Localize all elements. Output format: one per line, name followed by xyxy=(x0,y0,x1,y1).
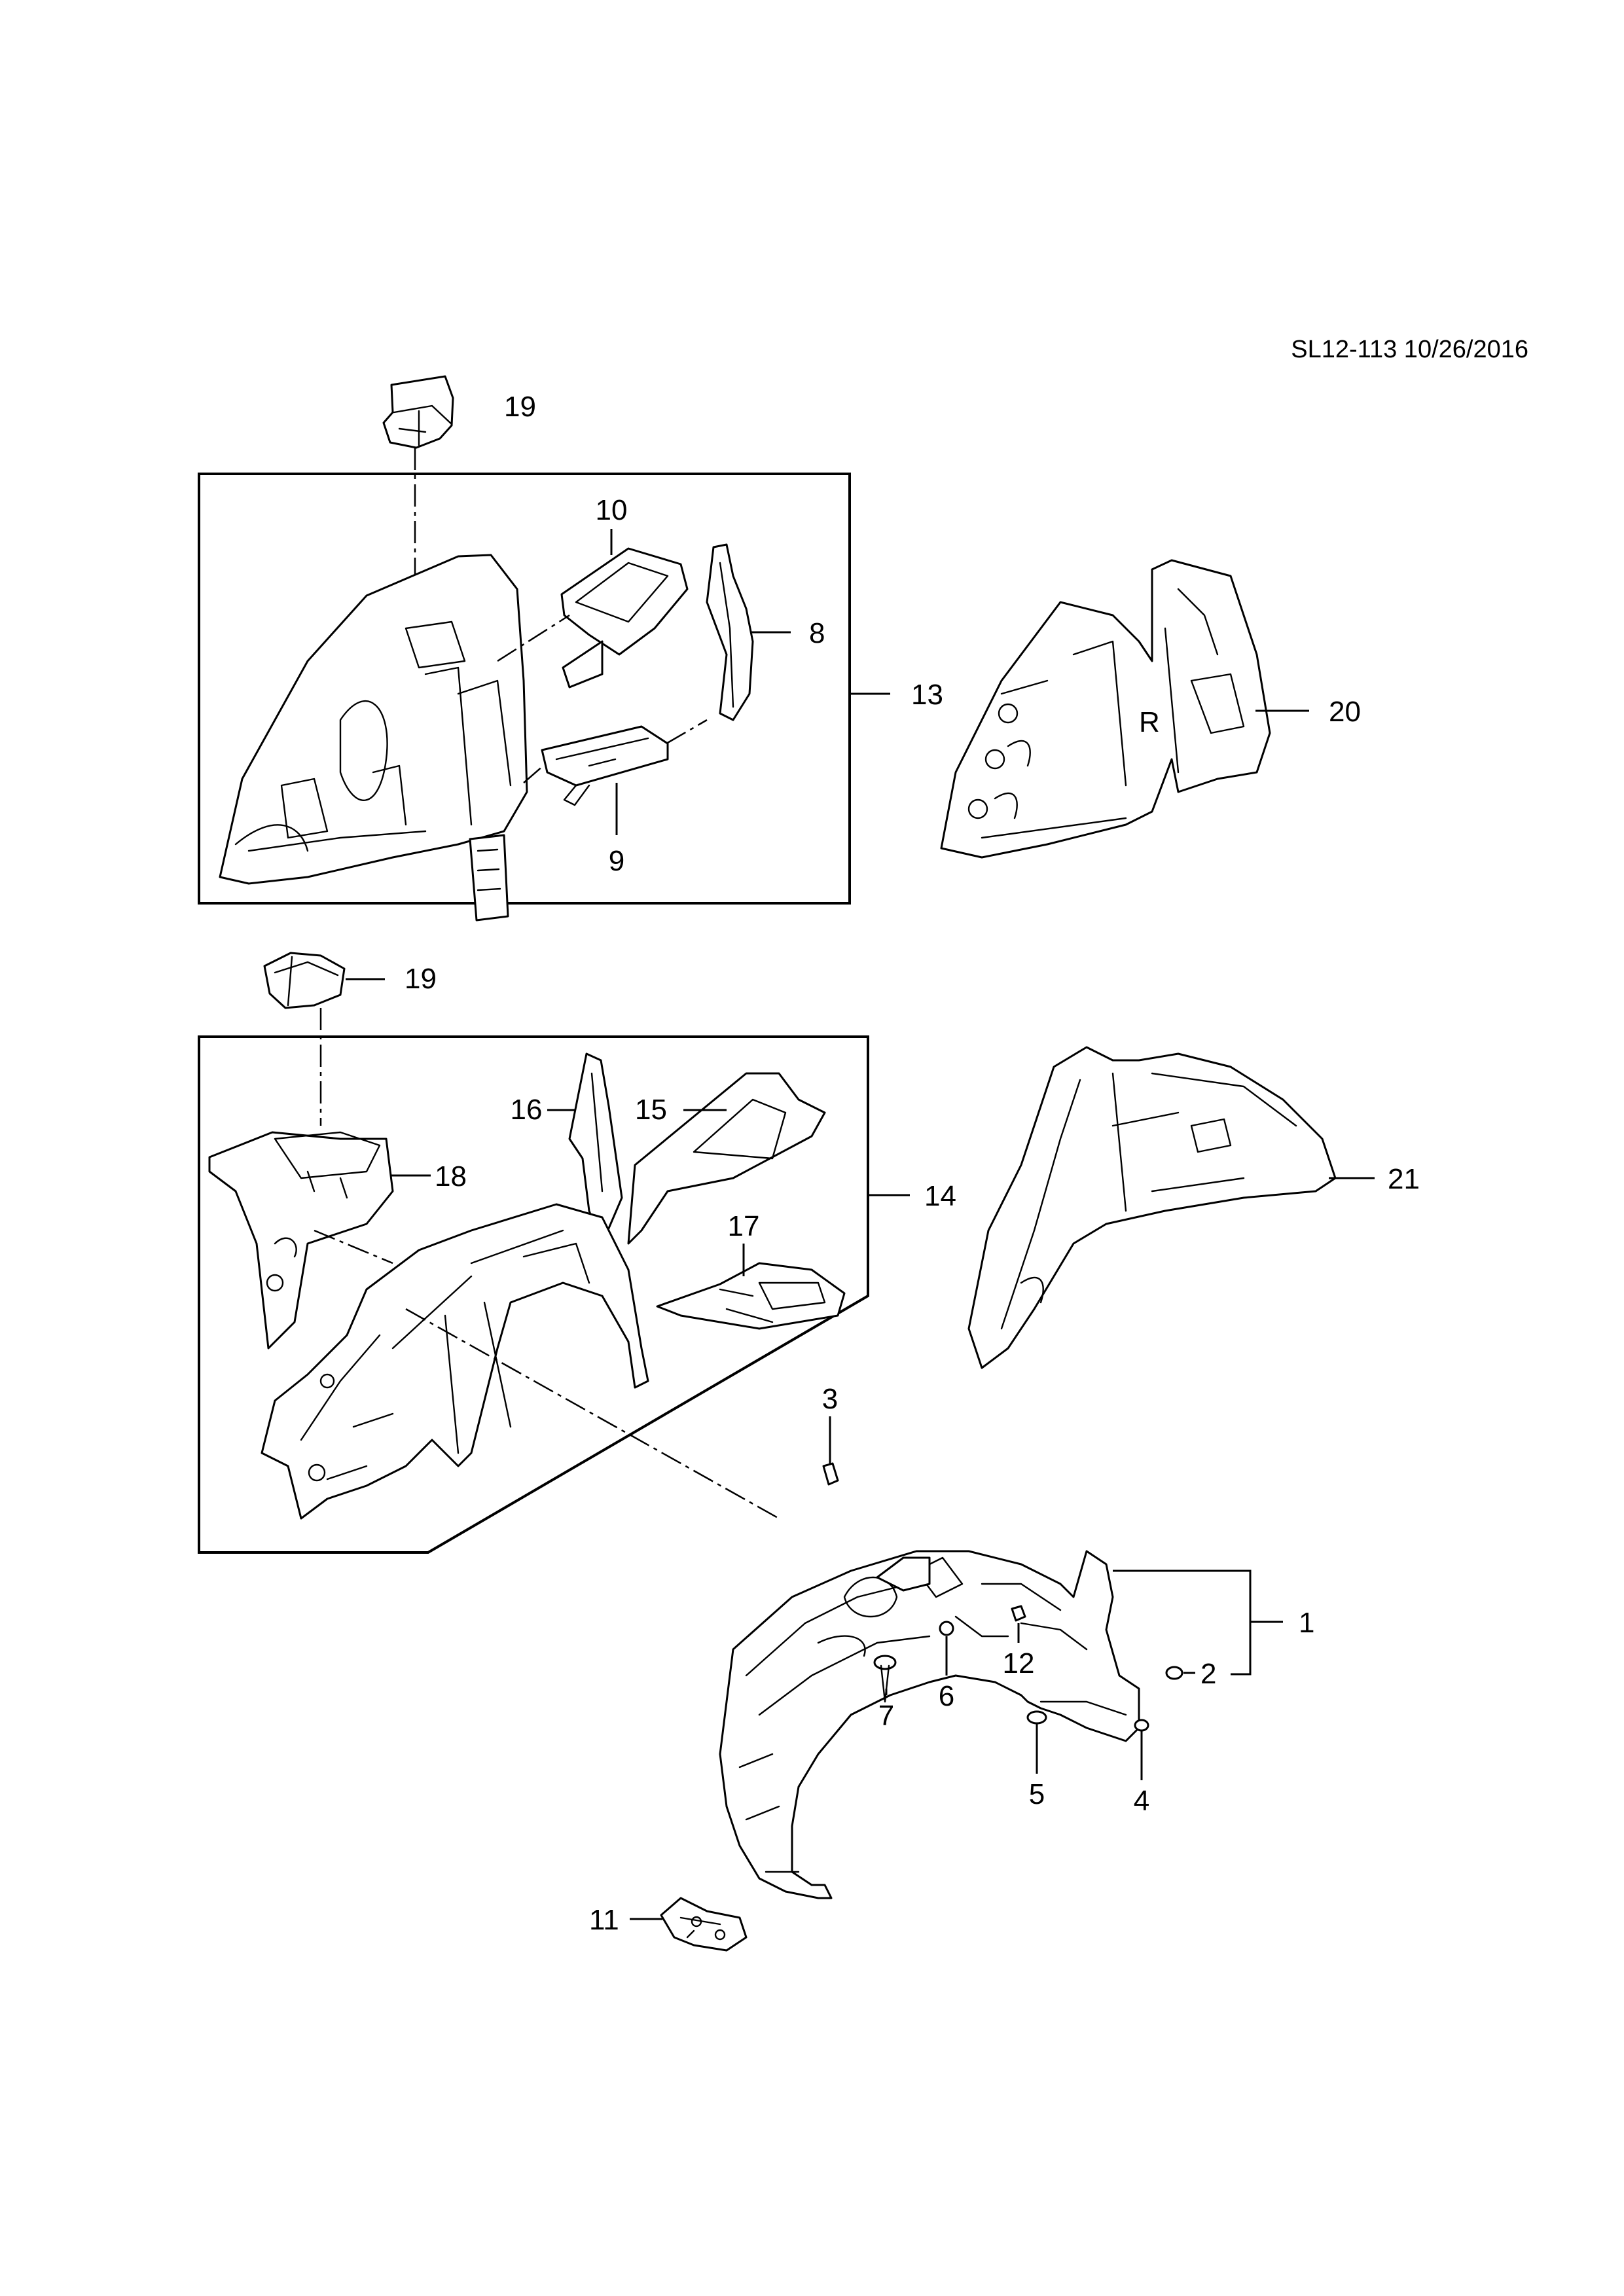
part-8 xyxy=(706,543,754,721)
callout-19-top: 19 xyxy=(504,391,536,423)
diagram-reference: SL12-113 10/26/2016 xyxy=(1291,336,1528,363)
part-12-nut xyxy=(1011,1605,1026,1622)
part-13-lower-bracket xyxy=(469,834,509,922)
part-14-main-panel xyxy=(261,1203,649,1520)
callout-3: 3 xyxy=(822,1383,838,1415)
assembly-13-frame xyxy=(198,473,851,905)
callout-14: 14 xyxy=(924,1180,956,1212)
leader-10-dashed xyxy=(497,614,570,662)
part-9 xyxy=(541,725,669,806)
part-13-inner-panel xyxy=(219,554,528,885)
callout-20: 20 xyxy=(1329,696,1361,728)
assembly-14-frame xyxy=(198,1035,869,1554)
part-21 xyxy=(967,1046,1337,1369)
part-10 xyxy=(560,547,689,689)
callout-10: 10 xyxy=(596,494,628,526)
callout-11: 11 xyxy=(589,1904,619,1936)
callout-7: 7 xyxy=(878,1700,894,1732)
part-7-push-pin xyxy=(873,1655,897,1703)
part-5-screw xyxy=(1026,1710,1047,1725)
callout-18: 18 xyxy=(435,1160,467,1193)
leader-9-dashed-a xyxy=(523,765,544,783)
callout-2: 2 xyxy=(1200,1658,1216,1690)
part-19-middle xyxy=(263,952,346,1009)
part-1-wheelhouse-liner xyxy=(719,1550,1140,1899)
leader-14-dashed-b xyxy=(314,1229,393,1265)
part-11 xyxy=(660,1897,748,1952)
callout-9: 9 xyxy=(609,845,624,877)
callout-1: 1 xyxy=(1299,1607,1314,1639)
part-3-fastener xyxy=(822,1462,839,1486)
leader-1 xyxy=(1113,1570,1283,1676)
callout-15: 15 xyxy=(635,1094,667,1126)
part-16 xyxy=(568,1052,623,1245)
callout-6: 6 xyxy=(939,1680,954,1712)
part-18 xyxy=(208,1131,394,1350)
part-20-embossed-letter: R xyxy=(1139,706,1160,738)
callout-13: 13 xyxy=(911,679,943,711)
callout-17: 17 xyxy=(728,1210,760,1242)
callout-8: 8 xyxy=(809,617,825,649)
part-6 xyxy=(939,1621,954,1636)
callout-21: 21 xyxy=(1388,1163,1420,1195)
callout-12: 12 xyxy=(1003,1647,1035,1679)
part-2 xyxy=(1165,1666,1183,1680)
part-17 xyxy=(656,1262,846,1330)
part-15 xyxy=(627,1072,826,1245)
part-19-top xyxy=(382,375,454,449)
callout-5: 5 xyxy=(1029,1778,1045,1810)
leader-14-dashed-a xyxy=(405,1308,780,1520)
leader-9-dashed-b xyxy=(666,719,708,745)
callout-16: 16 xyxy=(511,1094,543,1126)
callout-4: 4 xyxy=(1134,1785,1149,1817)
part-20: R xyxy=(940,559,1271,859)
part-4-screw xyxy=(1134,1719,1149,1732)
callout-19-middle: 19 xyxy=(405,963,437,995)
